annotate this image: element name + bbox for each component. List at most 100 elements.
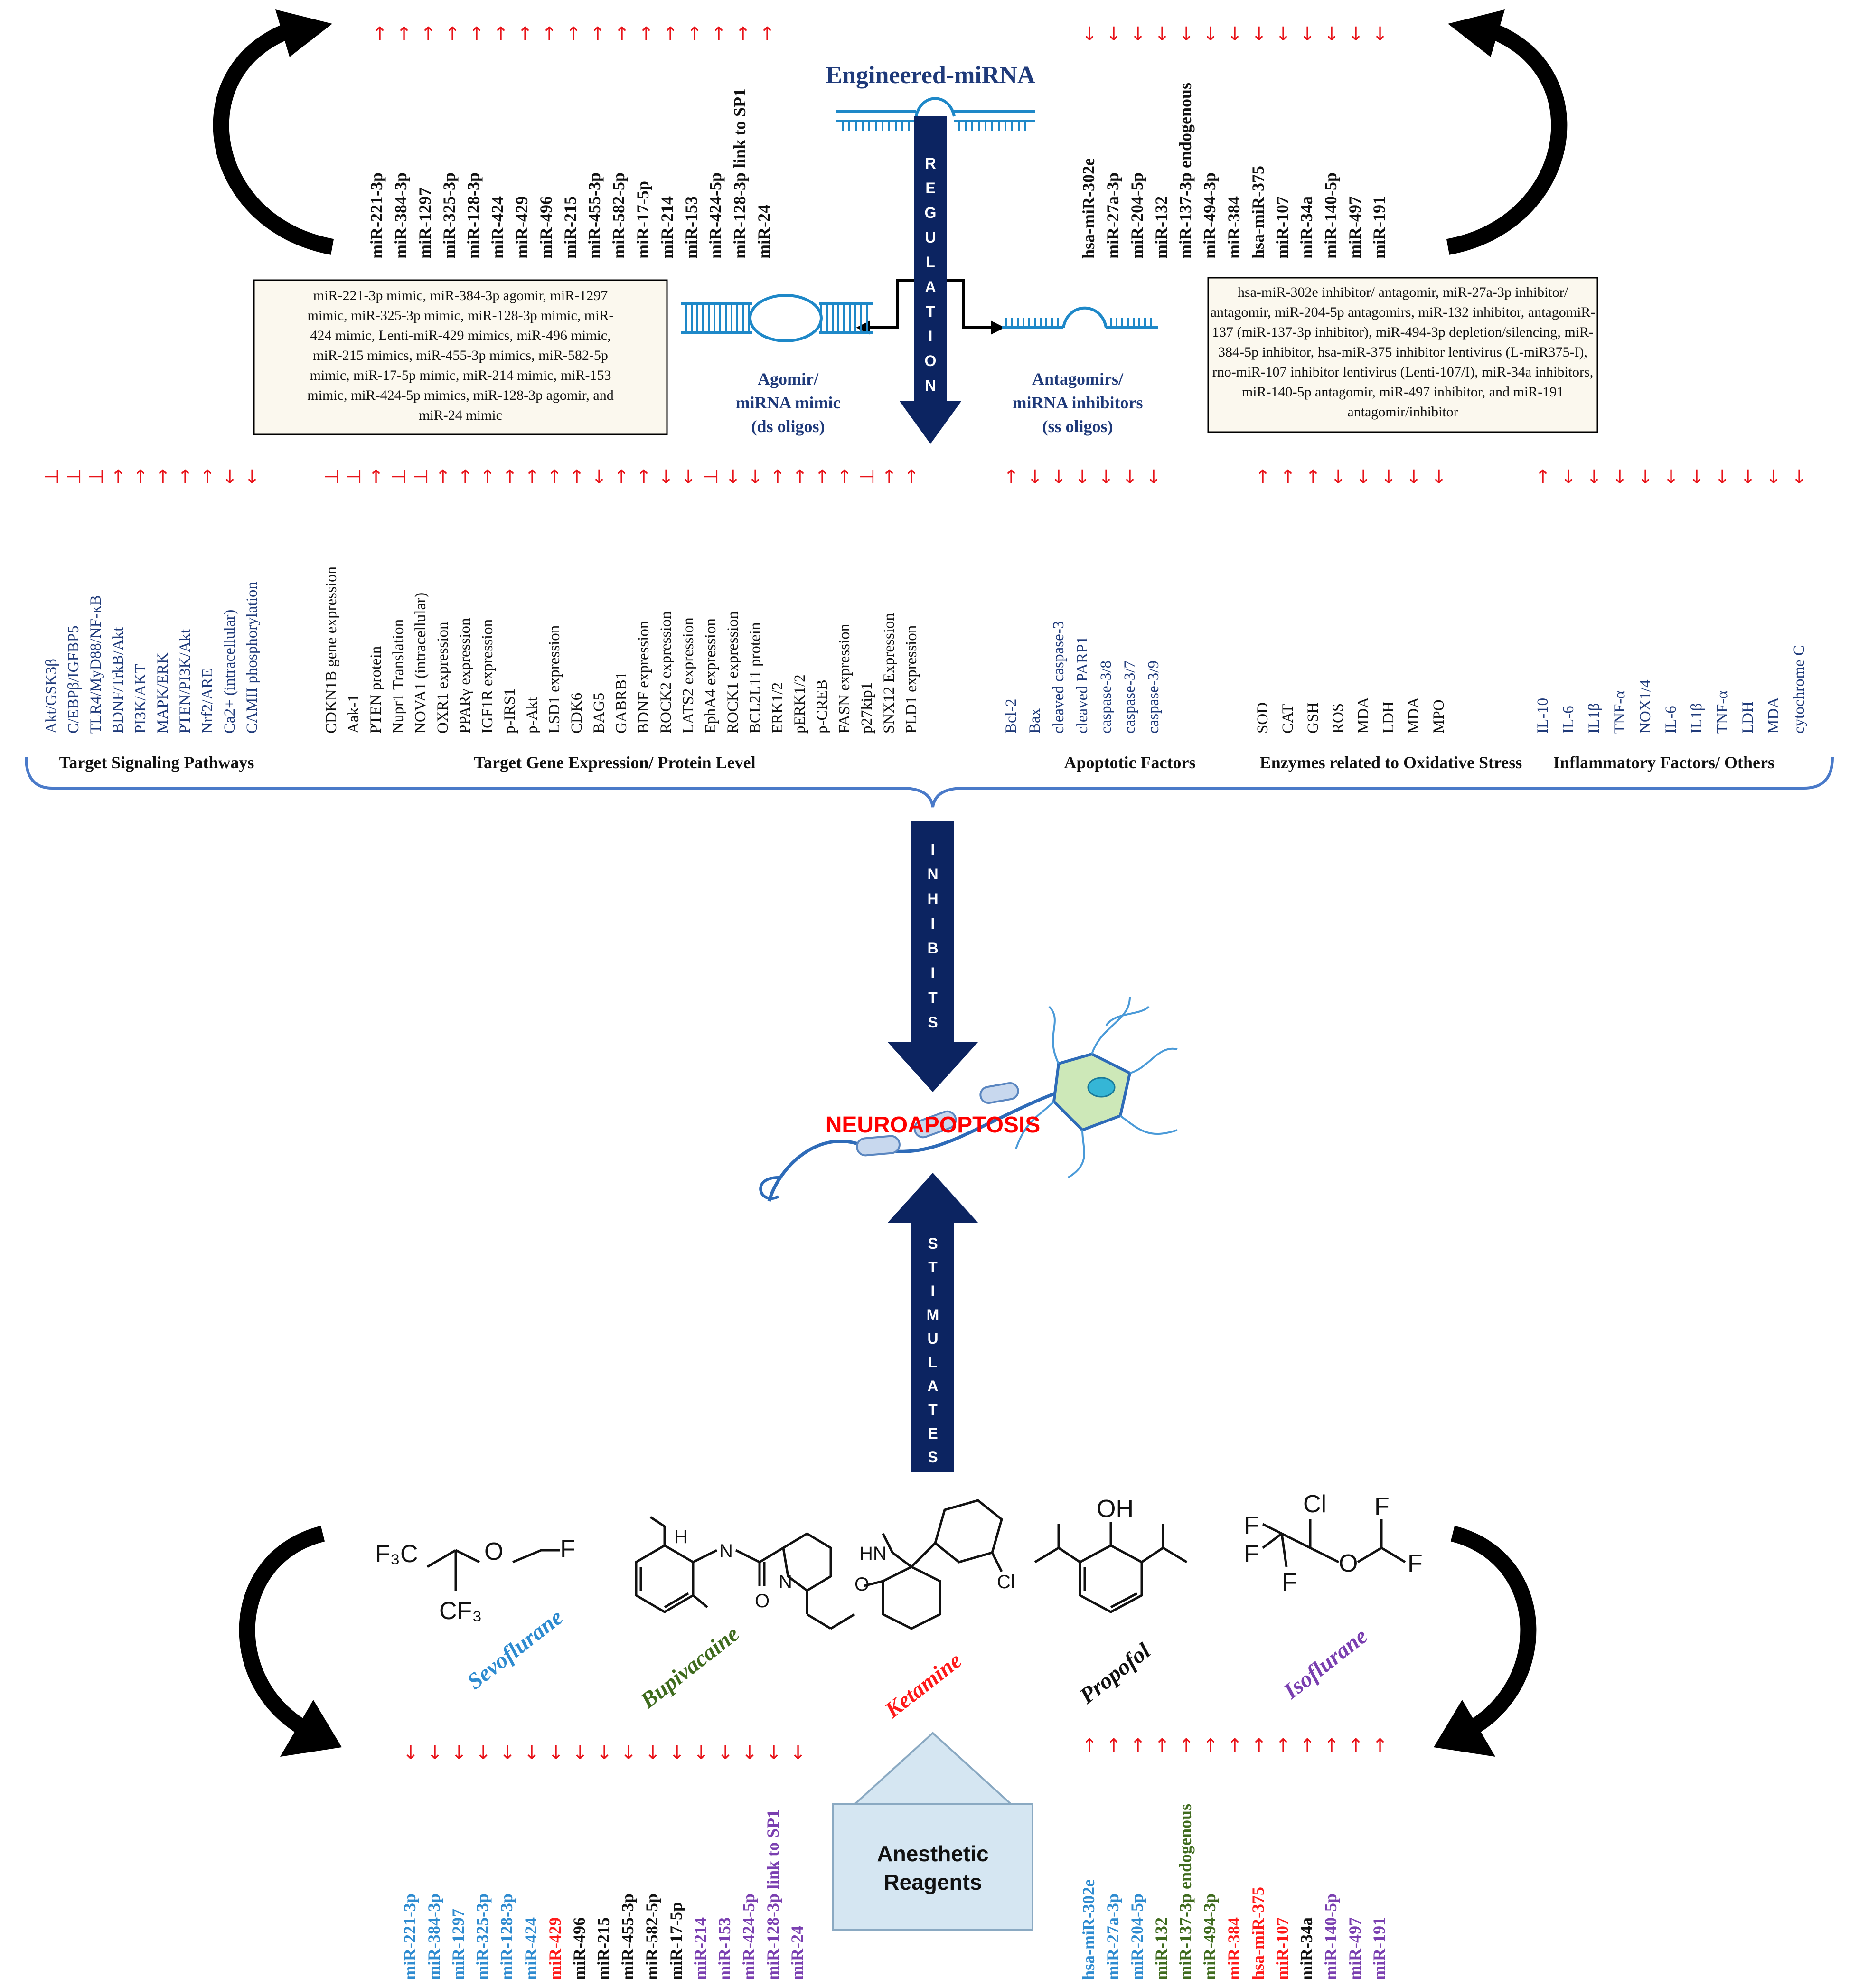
target-item: CDKN1B gene expression (323, 566, 340, 734)
target-item: Akt/GSK3β (43, 659, 60, 734)
box-text-line: antagomir/inhibitor (1347, 404, 1458, 420)
mirna-label: hsa-miR-302e (1079, 158, 1098, 259)
effect-mark: ↑ (881, 466, 897, 488)
keta-hn-label: HN (859, 1543, 887, 1564)
target-item: BDNF/TrkB/Akt (110, 627, 127, 734)
mirna-label: miR-17-5p (633, 181, 652, 259)
inhibitor-description-box (1207, 277, 1598, 433)
up-arrow: ↑ (469, 23, 485, 45)
down-arrow: ↓ (1372, 23, 1388, 45)
effect-mark: ⊣ (703, 466, 719, 488)
engineered-mirna-title: Engineered-miRNA (826, 62, 1035, 89)
up-arrow: ↑ (1372, 1735, 1388, 1757)
effect-mark: ↑ (569, 466, 585, 488)
down-arrow: ↓ (524, 1742, 540, 1764)
sevo-f3c-label: F₃C (375, 1540, 418, 1568)
bupi-n1-label: N (719, 1541, 733, 1562)
target-item: MDA (1355, 697, 1372, 734)
target-item: PI3K/AKT (132, 664, 149, 734)
effect-mark: ↓ (1122, 466, 1138, 488)
box-text-line: miR-221-3p mimic, miR-384-3p agomir, miR… (313, 288, 608, 303)
effect-mark: ↓ (1380, 466, 1397, 488)
mirna-label: miR-384 (1224, 196, 1243, 259)
target-effect-marks: ⊣⊣⊣↑↑↑↑↑↓↓⊣⊣↑⊣⊣↑↑↑↑↑↑↑↓↑↑↓↓⊣↓↓↑↑↑↑⊣↑↑↑↓↓… (43, 466, 1807, 488)
mirna-label: miR-582-5p (609, 172, 628, 259)
mirna-label: miR-582-5p (642, 1894, 661, 1980)
effect-mark: ↓ (222, 466, 238, 488)
down-arrow: ↓ (1081, 23, 1098, 45)
target-item: PPARγ expression (457, 618, 474, 734)
mirna-label: miR-424 (488, 196, 507, 259)
target-item: MAPK/ERK (154, 652, 171, 734)
target-item: IL-6 (1560, 706, 1577, 734)
mirna-label: miR-384-3p (391, 172, 410, 259)
effect-mark: ↑ (546, 466, 563, 488)
target-item: ERK1/2 (769, 682, 786, 734)
iso-f4-label: F (1374, 1493, 1390, 1520)
down-arrow: ↓ (1251, 23, 1267, 45)
up-arrow: ↑ (1154, 1735, 1170, 1757)
inhibits-arrow (888, 821, 978, 1092)
effect-mark: ↑ (814, 466, 830, 488)
target-item: BDNF expression (635, 621, 652, 734)
mirna-label: miR-27a-3p (1103, 172, 1122, 259)
bupi-h-label: H (674, 1526, 688, 1547)
iso-cl-label: Cl (1303, 1490, 1326, 1518)
mirna-label: miR-140-5p (1321, 172, 1340, 259)
effect-mark: ↓ (1051, 466, 1067, 488)
stimulates-letter: M (927, 1306, 939, 1323)
curved-arrow-top-right (1446, 9, 1568, 255)
target-item: caspase-3/7 (1121, 660, 1138, 734)
engineered-mirna-hairpin-icon (836, 97, 1035, 131)
effect-mark: ↑ (155, 466, 171, 488)
stimulates-letter: E (928, 1425, 938, 1442)
up-arrow: ↑ (711, 23, 727, 45)
effect-mark: ↓ (1431, 466, 1447, 488)
top-right-down-arrows: ↓↓↓↓↓↓↓↓↓↓↓↓↓ (1081, 23, 1388, 45)
target-item: CDK6 (568, 693, 585, 734)
mirna-label: miR-429 (512, 196, 531, 259)
up-arrow: ↑ (1348, 1735, 1364, 1757)
target-item: CAMII phosphorylation (244, 582, 261, 734)
box-text-line: miR-215 mimics, miR-455-3p mimics, miR-5… (313, 348, 608, 363)
mirna-label: miR-132 (1152, 1917, 1171, 1980)
mirna-label: miR-204-5p (1127, 172, 1146, 259)
box-text-line: 384-5p inhibitor, hsa-miR-375 inhibitor … (1218, 344, 1587, 360)
down-arrow: ↓ (1324, 23, 1340, 45)
up-arrow: ↑ (686, 23, 703, 45)
effect-mark: ↓ (725, 466, 741, 488)
target-item: FASN expression (836, 624, 853, 734)
regulation-letter: R (925, 155, 936, 172)
target-item: CAT (1279, 704, 1296, 734)
target-item: Nupr1 Translation (390, 619, 407, 734)
target-item: OXR1 expression (434, 622, 451, 734)
effect-mark: ↓ (1406, 466, 1422, 488)
effect-mark: ↓ (1027, 466, 1043, 488)
target-item: C/EBPβ/IGFBP5 (65, 625, 82, 734)
up-arrow: ↑ (1275, 1735, 1291, 1757)
effect-mark: ↑ (132, 466, 149, 488)
mirna-label: miR-191 (1370, 196, 1389, 259)
mirna-label: miR-17-5p (667, 1902, 685, 1980)
target-item: Ca2+ (intracellular) (221, 610, 238, 734)
up-arrow: ↑ (614, 23, 630, 45)
effect-mark: ↑ (435, 466, 451, 488)
target-item: SNX12 Expression (881, 613, 898, 734)
agomir-label-line3: (ds oligos) (751, 417, 825, 436)
mirna-label: miR-429 (545, 1917, 564, 1980)
bottom-right-up-arrows: ↑↑↑↑↑↑↑↑↑↑↑↑↑ (1081, 1735, 1388, 1757)
target-item: TNF-α (1611, 690, 1628, 734)
iso-f2-label: F (1244, 1540, 1259, 1568)
target-item: p-Akt (524, 697, 541, 734)
iso-f3-label: F (1282, 1569, 1297, 1596)
target-category-title: Inflammatory Factors/ Others (1553, 753, 1774, 772)
down-arrow: ↓ (548, 1742, 564, 1764)
box-text-line: mimic, miR-424-5p mimics, miR-128-3p ago… (307, 387, 613, 403)
sevo-o-label: O (484, 1538, 503, 1565)
antagomir-label-line3: (ss oligos) (1042, 417, 1113, 436)
target-item: pERK1/2 (791, 674, 808, 734)
mirna-label: miR-496 (536, 196, 555, 259)
inhibits-letter: N (927, 866, 938, 883)
